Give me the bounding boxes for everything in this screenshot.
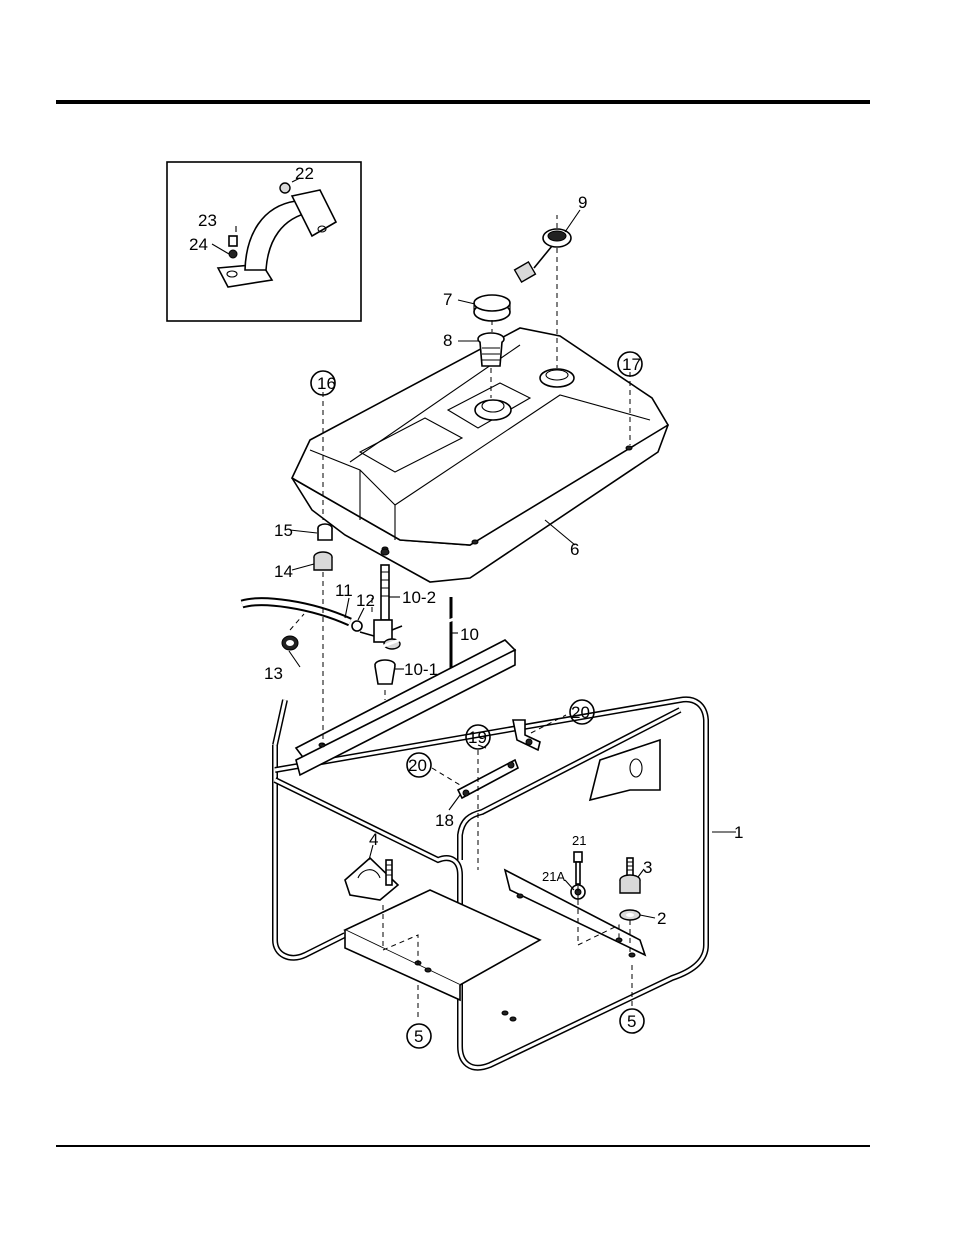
- mount-bracket: [345, 858, 398, 900]
- label-18: 18: [435, 811, 454, 830]
- label-6: 6: [570, 540, 579, 559]
- fuel-gauge: [515, 229, 571, 282]
- label-21a: 21A: [542, 869, 565, 884]
- label-21: 21: [572, 833, 586, 848]
- label-7: 7: [443, 290, 452, 309]
- label-11: 11: [335, 581, 353, 600]
- label-1: 1: [734, 823, 743, 842]
- fuel-cap: [474, 295, 510, 321]
- label-12: 12: [356, 591, 375, 610]
- fuel-tank: [292, 328, 668, 582]
- label-4: 4: [369, 830, 378, 849]
- fuel-strainer: [478, 333, 504, 366]
- label-17: 17: [622, 355, 641, 374]
- label-10: 10: [460, 625, 479, 644]
- label-16: 16: [317, 374, 336, 393]
- label-23: 23: [198, 211, 217, 230]
- label-2: 2: [657, 909, 666, 928]
- label-10-2: 10-2: [402, 588, 436, 607]
- label-8: 8: [443, 331, 452, 350]
- frame: [275, 602, 706, 1067]
- label-20-right: 20: [571, 703, 590, 722]
- label-22: 22: [295, 164, 314, 183]
- label-5-left: 5: [414, 1027, 423, 1046]
- label-20-left: 20: [408, 756, 427, 775]
- label-19: 19: [468, 728, 487, 747]
- label-10-1: 10-1: [404, 660, 438, 679]
- label-5-right: 5: [627, 1012, 636, 1031]
- label-9: 9: [578, 193, 587, 212]
- label-24: 24: [189, 235, 208, 254]
- label-15: 15: [274, 521, 293, 540]
- label-13: 13: [264, 664, 283, 683]
- label-3: 3: [643, 858, 652, 877]
- label-14: 14: [274, 562, 293, 581]
